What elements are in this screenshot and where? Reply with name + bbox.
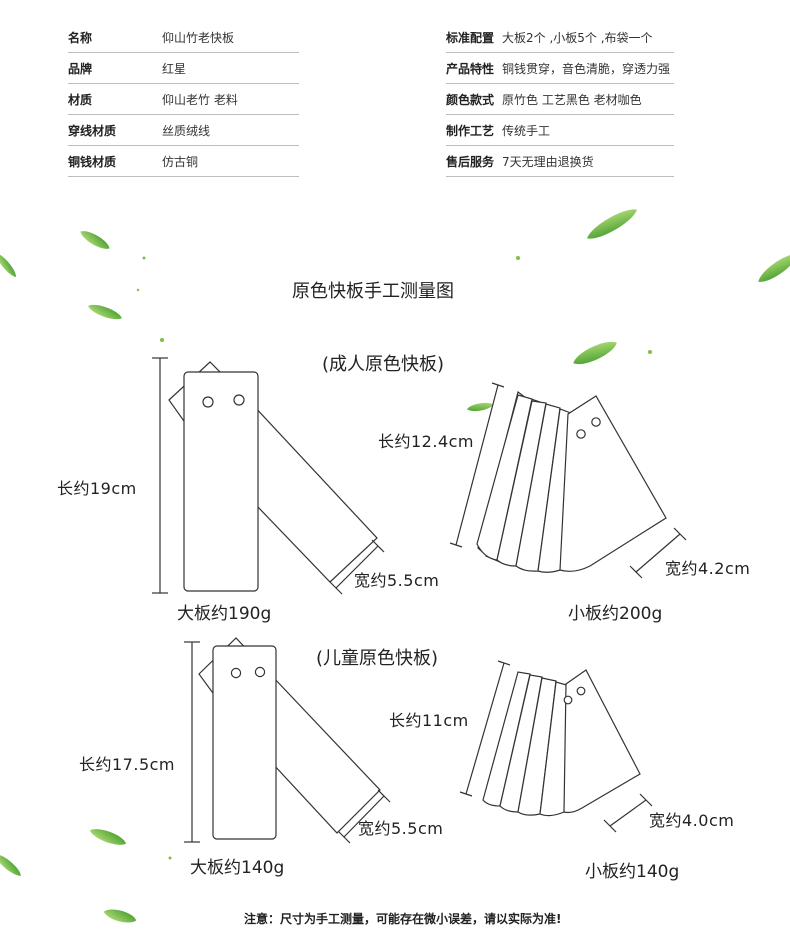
spec-table-left: 名称 仰山竹老快板 品牌 红星 材质 仰山老竹 老料 穿线材质 丝质绒线 铜钱材质 仿古铜: [68, 22, 299, 177]
adult-large-width-arrow: [329, 539, 385, 595]
child-small-length-label: 长约11cm: [389, 711, 469, 730]
adult-section-title: (成人原色快板): [322, 354, 445, 375]
adult-small-length-label: 长约12.4cm: [378, 432, 475, 451]
leaf-icon: [758, 254, 790, 282]
spec-row: 产品特性铜钱贯穿，音色清脆，穿透力强: [446, 53, 674, 84]
spec-key: 售后服务: [446, 154, 495, 169]
spec-value: 丝质绒线: [162, 123, 211, 138]
spec-value: 仰山老竹 老料: [162, 92, 238, 107]
leaf-decorations: [0, 209, 790, 923]
diagram-title: 原色快板手工测量图: [292, 281, 454, 302]
spec-row: 穿线材质 丝质绒线: [68, 115, 299, 146]
leaf-icon: [103, 909, 137, 923]
leaf-icon: [88, 304, 122, 320]
spec-key: 标准配置: [446, 30, 495, 45]
spec-table-right: 标准配置大板2个 ,小板5个 ,布袋一个 产品特性铜钱贯穿，音色清脆，穿透力强 …: [446, 22, 674, 177]
spec-row: 售后服务 7天无理由退换货: [446, 146, 674, 177]
adult-large-width-label: 宽约5.5cm: [354, 571, 440, 590]
spec-key: 产品特性: [446, 61, 495, 76]
leaf-icon: [89, 829, 127, 845]
spec-key: 铜钱材质: [68, 154, 117, 169]
leaf-icon: [587, 209, 637, 239]
spec-value: 传统手工: [502, 123, 551, 138]
adult-small-width-label: 宽约4.2cm: [665, 559, 751, 578]
spec-value: 仿古铜: [162, 154, 199, 169]
child-large-length-arrow: [184, 641, 200, 843]
leaf-icon: [80, 231, 110, 249]
child-small-width-arrow: [603, 793, 653, 833]
adult-large-weight-label: 大板约190g: [177, 604, 272, 624]
leaf-icon: [0, 854, 21, 876]
adult-large-length-arrow: [152, 357, 168, 594]
leaf-icon: [573, 341, 617, 365]
spec-value: 仰山竹老快板: [162, 30, 235, 45]
child-section-title: (儿童原色快板): [316, 648, 439, 669]
adult-small-weight-label: 小板约200g: [568, 604, 663, 624]
child-small-weight-label: 小板约140g: [585, 862, 680, 882]
child-small-width-label: 宽约4.0cm: [649, 811, 735, 830]
spec-row: 颜色款式原竹色 工艺黑色 老材咖色: [446, 84, 674, 115]
spec-value: 铜钱贯穿，音色清脆，穿透力强: [502, 61, 671, 76]
child-small-length-arrow: [459, 660, 511, 797]
spec-row: 材质 仰山老竹 老料: [68, 84, 299, 115]
spec-key: 制作工艺: [446, 123, 495, 138]
child-large-width-arrow: [337, 789, 391, 844]
adult-large-board-front: [183, 371, 259, 592]
spec-value: 大板2个 ,小板5个 ,布袋一个: [502, 30, 653, 45]
spec-key: 材质: [68, 92, 93, 107]
leaf-icon: [467, 402, 493, 412]
child-large-width-label: 宽约5.5cm: [358, 819, 444, 838]
spec-row: 制作工艺传统手工: [446, 115, 674, 146]
adult-large-length-label: 长约19cm: [57, 479, 137, 498]
child-large-board-front: [212, 645, 277, 840]
adult-small-width-arrow: [629, 527, 687, 579]
child-large-weight-label: 大板约140g: [190, 858, 285, 878]
spec-key: 品牌: [68, 61, 93, 76]
child-large-length-label: 长约17.5cm: [79, 755, 176, 774]
spec-value: 7天无理由退换货: [502, 154, 594, 169]
adult-small-length-arrow: [449, 382, 505, 548]
spec-key: 名称: [68, 30, 93, 45]
adult-small-boards: [476, 390, 667, 573]
spec-row: 品牌 红星: [68, 53, 299, 84]
spec-value: 原竹色 工艺黑色 老材咖色: [502, 92, 642, 107]
spec-row: 标准配置大板2个 ,小板5个 ,布袋一个: [446, 22, 674, 53]
spec-key: 穿线材质: [68, 123, 117, 138]
spec-row: 铜钱材质 仿古铜: [68, 146, 299, 177]
spec-row: 名称 仰山竹老快板: [68, 22, 299, 53]
leaf-icon: [0, 253, 17, 277]
spec-key: 颜色款式: [446, 92, 495, 107]
footer-note: 注意：尺寸为手工测量，可能存在微小误差，请以实际为准!: [244, 912, 562, 926]
child-small-boards: [482, 669, 641, 817]
spec-value: 红星: [162, 61, 187, 76]
